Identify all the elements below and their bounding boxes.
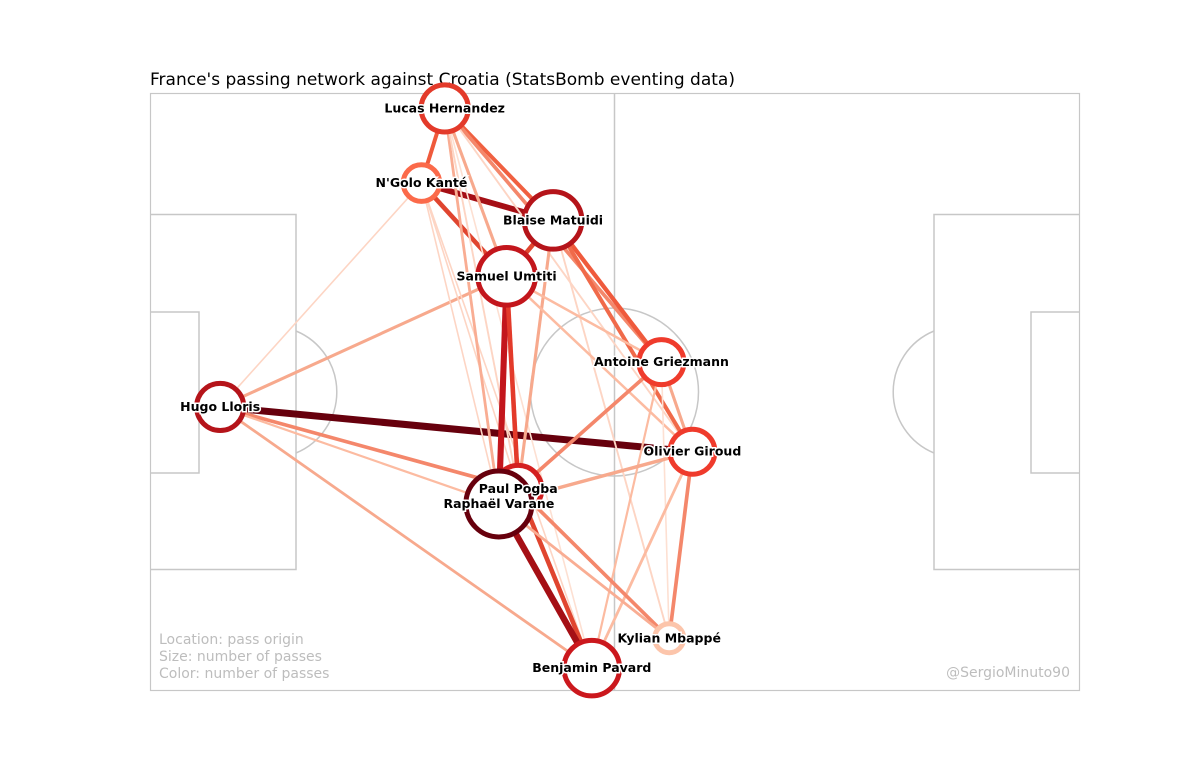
pass-edge-hernandez-pogba <box>443 108 520 490</box>
pass-edge-umtiti-giroud <box>505 275 694 453</box>
player-node-hernandez <box>418 82 471 135</box>
pass-edge-umtiti-varane <box>495 276 510 505</box>
note-location: Location: pass origin <box>159 632 304 648</box>
player-label-griezmann: Antoine Griezmann <box>594 354 729 369</box>
player-label-umtiti: Samuel Umtiti <box>457 268 557 283</box>
player-label-hernandez: Lucas Hernandez <box>384 100 505 115</box>
pass-edge-matuidi-mbappe <box>552 220 671 639</box>
chart-title: France's passing network against Croatia… <box>150 70 735 90</box>
player-node-mbappe <box>652 621 687 656</box>
credit-text: @SergioMinuto90 <box>946 665 1070 681</box>
note-size: Size: number of passes <box>159 649 322 665</box>
pass-edge-lloris-varane <box>219 405 500 505</box>
player-node-matuidi <box>521 189 585 252</box>
player-label-lloris: Hugo Lloris <box>180 399 260 414</box>
right-penalty-box <box>933 213 1080 571</box>
pass-edge-lloris-pavard <box>219 405 593 670</box>
player-nodes <box>194 82 718 699</box>
player-label-kante: N'Golo Kanté <box>376 175 468 190</box>
pass-edge-lloris-kante <box>219 182 423 408</box>
pass-edge-griezmann-pogba <box>517 360 663 491</box>
player-label-mbappe: Kylian Mbappé <box>617 630 721 645</box>
pass-edge-umtiti-pogba <box>504 276 521 490</box>
pass-edge-matuidi-giroud <box>551 219 695 453</box>
player-node-kante <box>400 162 443 204</box>
pass-edges <box>219 107 695 670</box>
right-penalty-arc <box>892 330 935 454</box>
pass-edge-kante-varane <box>420 182 500 505</box>
player-node-lloris <box>194 380 247 434</box>
pass-edge-hernandez-pavard <box>443 108 593 669</box>
right-six-yard-box <box>1030 311 1080 474</box>
pass-edge-hernandez-varane <box>443 108 501 505</box>
football-pitch <box>149 92 1081 692</box>
player-node-giroud <box>667 426 718 477</box>
pass-edge-giroud-mbappe <box>667 451 695 639</box>
player-label-varane: Raphaël Varane <box>443 496 554 511</box>
pass-edge-matuidi-pogba <box>516 220 555 490</box>
pass-edge-griezmann-mbappe <box>660 362 670 639</box>
left-penalty-box <box>150 213 297 571</box>
pass-edge-lloris-pogba <box>219 405 519 491</box>
player-node-pavard <box>561 637 623 699</box>
player-node-varane <box>463 468 535 540</box>
player-node-griezmann <box>636 337 687 388</box>
pass-edge-varane-mbappe <box>498 502 671 640</box>
pass-edge-griezmann-pavard <box>590 361 663 669</box>
player-label-matuidi: Blaise Matuidi <box>503 212 603 227</box>
pass-edge-pogba-mbappe <box>516 487 671 640</box>
pass-edge-giroud-pavard <box>590 451 694 669</box>
player-node-umtiti <box>475 245 538 308</box>
player-label-pavard: Benjamin Pavard <box>532 660 651 675</box>
left-penalty-arc <box>295 330 338 454</box>
pass-edge-hernandez-giroud <box>443 107 694 453</box>
pass-edge-lloris-giroud <box>219 403 693 456</box>
player-label-giroud: Olivier Giroud <box>644 444 742 459</box>
left-six-yard-box <box>150 311 200 474</box>
pass-edge-lloris-umtiti <box>219 274 508 409</box>
player-label-pogba: Paul Pogba <box>479 481 558 496</box>
legend-notes: Location: pass origin Size: number of pa… <box>159 632 329 682</box>
note-color: Color: number of passes <box>159 666 329 682</box>
